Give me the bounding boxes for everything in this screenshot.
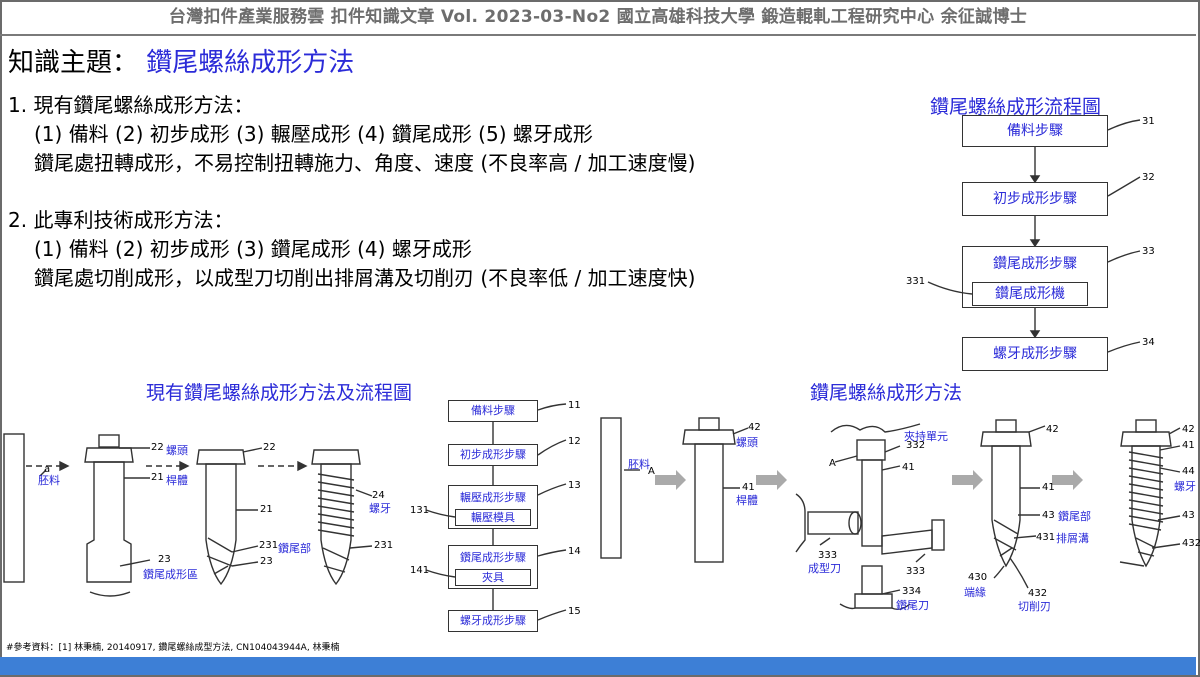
- bottom-bar: [0, 657, 1196, 675]
- lf-r24: 24: [372, 490, 385, 501]
- rf-drill-part: 鑽尾部: [1058, 510, 1091, 523]
- lf-r231b: 231: [374, 540, 394, 551]
- rf-shank: 桿體: [736, 494, 758, 507]
- right-figure-caption: 鑽尾螺絲成形方法: [810, 382, 963, 404]
- rf-a: A: [648, 466, 655, 477]
- lf-drill-area: 鑽尾成形區: [143, 568, 198, 581]
- section2-note: 鑽尾處切削成形，以成型刀切削出排屑溝及切削刃 (不良率低 / 加工速度快): [34, 266, 696, 290]
- lf-blank: 胚料: [38, 474, 60, 487]
- left-flow-ref-131: 131: [410, 505, 430, 516]
- flow-sub-drill-machine: 鑽尾成形機: [972, 282, 1088, 306]
- flow-ref-33: 33: [1142, 246, 1155, 257]
- left-flow-drill-label: 鑽尾成形步驟: [460, 551, 526, 564]
- rf-edge: 端緣: [964, 586, 986, 599]
- flow-ref-32: 32: [1142, 172, 1155, 183]
- rf-drill-cutter: 鑽尾刀: [896, 599, 929, 612]
- lf-r21b: 21: [260, 504, 273, 515]
- left-flow-thread: 螺牙成形步驟: [448, 610, 538, 632]
- rf-r332: 332: [906, 440, 926, 451]
- rf-r431: 431: [1036, 532, 1056, 543]
- rf-r43b: 43: [1182, 510, 1195, 521]
- rf-r44: 44: [1182, 466, 1195, 477]
- rf-thread: 螺牙: [1174, 480, 1196, 493]
- left-flow-ref-12: 12: [568, 436, 581, 447]
- rf-r43: 43: [1042, 510, 1055, 521]
- left-flow-ref-13: 13: [568, 480, 581, 491]
- rf-r333: 333: [818, 550, 838, 561]
- rf-blank: 胚料: [628, 458, 650, 471]
- rf-r42b: 42: [1046, 424, 1059, 435]
- flowchart-title: 鑽尾螺絲成形流程圖: [930, 96, 1102, 118]
- rf-r41b: 41: [902, 462, 915, 473]
- lf-r23b: 23: [260, 556, 273, 567]
- section-patent-method: 2. 此專利技術成形方法： (1) 備料 (2) 初步成形 (3) 鑽尾成形 (…: [8, 206, 695, 293]
- rf-r42c: 42: [1182, 424, 1195, 435]
- flow-step-drill-label: 鑽尾成形步驟: [993, 256, 1077, 272]
- lf-r22: 22: [151, 442, 164, 453]
- flow-ref-331: 331: [906, 276, 926, 287]
- section2-steps: (1) 備料 (2) 初步成形 (3) 鑽尾成形 (4) 螺牙成形: [34, 237, 472, 261]
- rf-r432: 432: [1028, 588, 1048, 599]
- left-flow-ref-15: 15: [568, 606, 581, 617]
- left-flow-prep: 備料步驟: [448, 400, 538, 422]
- left-flow-roll-die: 輾壓模具: [455, 509, 531, 526]
- left-flow-ref-141: 141: [410, 565, 430, 576]
- rf-r333b: 333: [906, 566, 926, 577]
- rf-a2: A: [829, 458, 836, 469]
- title-topic: 鑽尾螺絲成形方法: [146, 48, 355, 78]
- lf-shank: 桿體: [166, 474, 188, 487]
- lf-r231: 231: [259, 540, 279, 551]
- lf-drill-part: 鑽尾部: [278, 542, 311, 555]
- left-flow-jig: 夾具: [455, 569, 531, 586]
- flow-step-prep: 備料步驟: [962, 115, 1108, 147]
- page-header: 台灣扣件產業服務雲 扣件知識文章 Vol. 2023-03-No2 國立高雄科技…: [0, 0, 1196, 36]
- rf-r334: 334: [902, 586, 922, 597]
- lf-head: 螺頭: [166, 444, 188, 457]
- rf-form-cutter: 成型刀: [808, 562, 841, 575]
- rf-r41d: 41: [1182, 440, 1195, 451]
- lf-r22b: 22: [263, 442, 276, 453]
- section1-steps: (1) 備料 (2) 初步成形 (3) 輾壓成形 (4) 鑽尾成形 (5) 螺牙…: [34, 122, 593, 146]
- title-label: 知識主題：: [8, 48, 139, 78]
- left-figure-caption: 現有鑽尾螺絲成形方法及流程圖: [146, 382, 413, 404]
- lf-r23: 23: [158, 554, 171, 565]
- section2-heading: 2. 此專利技術成形方法：: [8, 208, 234, 232]
- rf-r430: 430: [968, 572, 988, 583]
- flow-step-thread: 螺牙成形步驟: [962, 337, 1108, 371]
- left-flow-roll-label: 輾壓成形步驟: [460, 491, 526, 504]
- rf-r432b: 432: [1182, 538, 1200, 549]
- rf-head: 螺頭: [736, 436, 758, 449]
- section-existing-method: 1. 現有鑽尾螺絲成形方法： (1) 備料 (2) 初步成形 (3) 輾壓成形 …: [8, 91, 695, 178]
- lf-a: a: [44, 464, 51, 475]
- lf-r21: 21: [151, 472, 164, 483]
- rf-r41c: 41: [1042, 482, 1055, 493]
- left-flow-initial: 初步成形步驟: [448, 444, 538, 466]
- flow-ref-34: 34: [1142, 337, 1155, 348]
- left-flow-ref-14: 14: [568, 546, 581, 557]
- flow-ref-31: 31: [1142, 116, 1155, 127]
- rf-r42: 42: [748, 422, 761, 433]
- section1-note: 鑽尾處扭轉成形，不易控制扭轉施力、角度、速度 (不良率高 / 加工速度慢): [34, 151, 696, 175]
- rf-clamp: 夾持單元: [904, 430, 948, 443]
- rf-chip-groove: 排屑溝: [1056, 532, 1089, 545]
- page-title: 知識主題： 鑽尾螺絲成形方法: [8, 42, 354, 79]
- left-flow-ref-11: 11: [568, 400, 581, 411]
- rf-cut-edge: 切削刃: [1018, 600, 1051, 613]
- lf-thread: 螺牙: [369, 502, 391, 515]
- reference-footnote: #參考資料：[1] 林秉楠, 20140917, 鑽尾螺絲成型方法, CN104…: [6, 643, 340, 653]
- section1-heading: 1. 現有鑽尾螺絲成形方法：: [8, 93, 254, 117]
- rf-r41: 41: [742, 482, 755, 493]
